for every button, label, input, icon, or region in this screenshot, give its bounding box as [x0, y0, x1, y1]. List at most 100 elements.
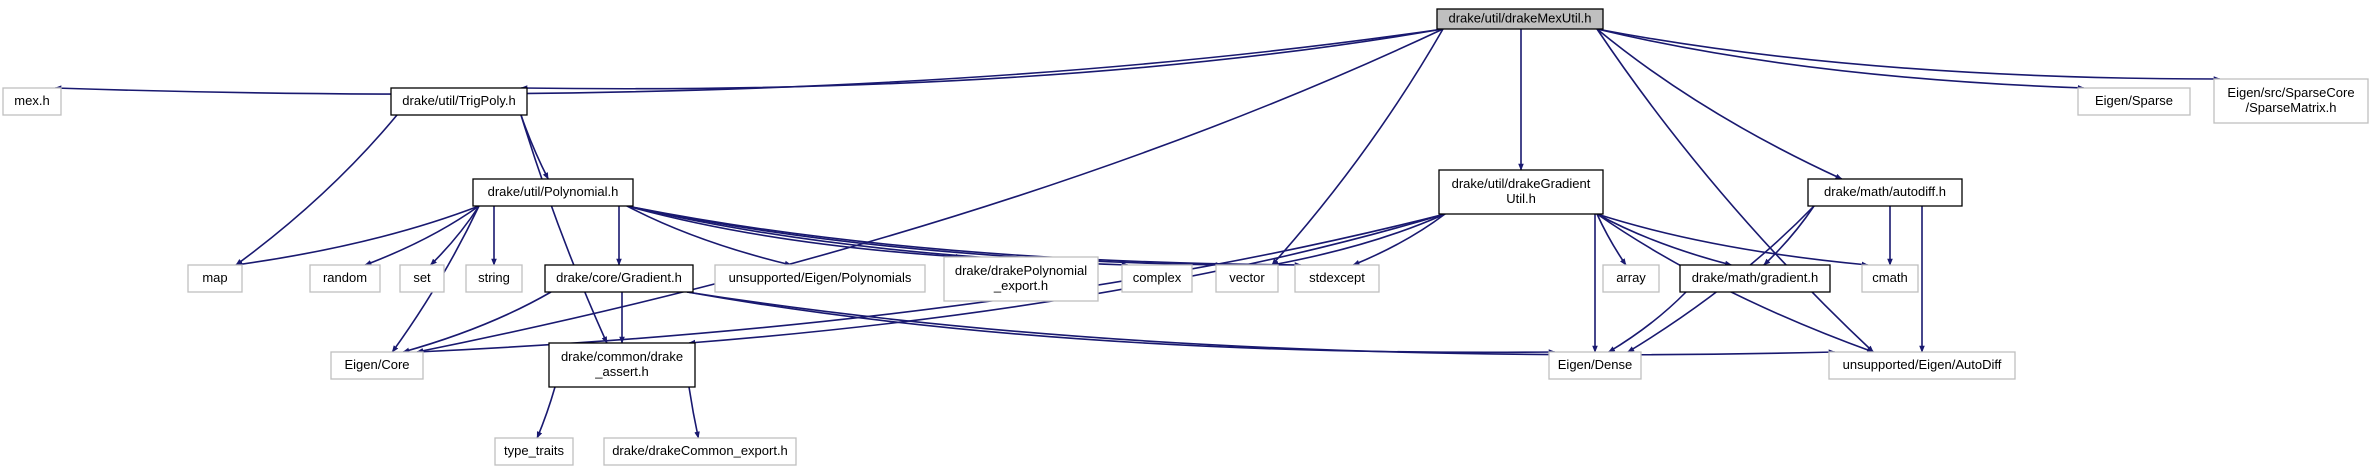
- node-label: set: [413, 270, 431, 285]
- file-node-complex: complex: [1121, 264, 1193, 293]
- edge-drake-assert-to-type-traits: [536, 386, 556, 439]
- node-label: drake/math/gradient.h: [1692, 270, 1818, 285]
- file-node-unsupported-poly: unsupported/Eigen/Polynomials: [714, 264, 926, 293]
- node-box: [1861, 264, 1919, 293]
- node-box: [494, 437, 574, 466]
- node-box: [399, 264, 445, 293]
- file-node-drake-assert[interactable]: drake/common/drake_assert.h: [548, 342, 696, 388]
- node-box: [548, 342, 696, 388]
- node-label: _assert.h: [594, 364, 648, 379]
- file-node-common-export: drake/drakeCommon_export.h: [603, 437, 797, 466]
- edge-grad-util-to-eigen-core: [416, 213, 1446, 355]
- edge-math-gradient-to-eigen-dense: [1608, 291, 1687, 353]
- node-label: /SparseMatrix.h: [2245, 100, 2336, 115]
- edge-grad-util-to-cmath: [1596, 213, 1869, 268]
- edge-root-to-eigen-core: [416, 28, 1444, 354]
- edge-polynomial-to-poly-export: [626, 205, 963, 260]
- node-label: unsupported/Eigen/Polynomials: [729, 270, 912, 285]
- node-box: [1679, 264, 1831, 293]
- edge-polynomial-to-random: [364, 205, 480, 266]
- node-box: [465, 264, 523, 293]
- file-node-autodiff-ext: unsupported/Eigen/AutoDiff: [1828, 351, 2016, 380]
- node-box: [187, 264, 243, 293]
- file-node-root[interactable]: drake/util/drakeMexUtil.h: [1436, 8, 1604, 30]
- node-label: vector: [1229, 270, 1265, 285]
- node-label: unsupported/Eigen/AutoDiff: [1843, 357, 2002, 372]
- file-node-eigen-sparse: Eigen/Sparse: [2077, 87, 2191, 116]
- node-label: drake/drakePolynomial: [955, 263, 1087, 278]
- edge-root-to-autodiff-h: [1596, 28, 1843, 180]
- node-box: [544, 264, 694, 293]
- node-label: cmath: [1872, 270, 1907, 285]
- node-box: [1436, 8, 1604, 30]
- file-node-array: array: [1602, 264, 1660, 293]
- node-label: random: [323, 270, 367, 285]
- edge-trigpoly-to-polynomial: [520, 114, 549, 180]
- node-label: Util.h: [1506, 191, 1536, 206]
- edge-polynomial-to-stdexcept: [626, 205, 1302, 268]
- edge-polynomial-to-vector: [626, 205, 1223, 268]
- edge-grad-util-to-stdexcept: [1352, 213, 1446, 266]
- node-label: mex.h: [14, 93, 49, 108]
- edge-polynomial-to-complex: [626, 205, 1129, 268]
- file-node-random: random: [309, 264, 381, 293]
- edge-root-to-autodiff-ext: [1596, 28, 1874, 353]
- file-node-string: string: [465, 264, 523, 293]
- node-box: [472, 178, 634, 207]
- node-box: [1602, 264, 1660, 293]
- node-box: [1215, 264, 1279, 293]
- file-node-core-gradient[interactable]: drake/core/Gradient.h: [544, 264, 694, 293]
- node-box: [309, 264, 381, 293]
- node-label: drake/util/drakeGradient: [1452, 176, 1591, 191]
- node-box: [1548, 351, 1642, 380]
- file-node-trigpoly[interactable]: drake/util/TrigPoly.h: [390, 87, 528, 116]
- node-box: [603, 437, 797, 466]
- edge-polynomial-to-map: [235, 205, 480, 267]
- file-node-vector: vector: [1215, 264, 1279, 293]
- edge-grad-util-to-math-gradient: [1596, 213, 1732, 267]
- node-box: [1121, 264, 1193, 293]
- node-label: Eigen/Sparse: [2095, 93, 2173, 108]
- file-node-polynomial[interactable]: drake/util/Polynomial.h: [472, 178, 634, 207]
- file-node-poly-export: drake/drakePolynomial_export.h: [943, 256, 1099, 302]
- dependency-edges: [54, 28, 2221, 439]
- file-node-eigen-core: Eigen/Core: [330, 351, 424, 380]
- node-box: [943, 256, 1099, 302]
- node-box: [390, 87, 528, 116]
- edge-core-gradient-to-autodiff-ext: [686, 291, 1836, 356]
- node-label: drake/util/drakeMexUtil.h: [1448, 11, 1591, 26]
- node-label: string: [478, 270, 510, 285]
- node-box: [1828, 351, 2016, 380]
- node-label: drake/util/TrigPoly.h: [402, 93, 515, 108]
- edge-root-to-eigen-sparse: [1596, 28, 2085, 91]
- node-label: Eigen/Core: [344, 357, 409, 372]
- edge-root-to-sparse-matrix: [1596, 28, 2221, 82]
- edge-root-to-vector: [1271, 28, 1444, 266]
- node-label: type_traits: [504, 443, 564, 458]
- file-node-set: set: [399, 264, 445, 293]
- file-node-eigen-dense: Eigen/Dense: [1548, 351, 1642, 380]
- node-box: [714, 264, 926, 293]
- node-label: drake/core/Gradient.h: [556, 270, 682, 285]
- file-nodes: drake/util/drakeMexUtil.h mex.h drake/util…: [2, 8, 2369, 466]
- edge-root-to-trigpoly: [520, 28, 1444, 91]
- node-box: [1807, 178, 1963, 207]
- file-node-sparse-matrix: Eigen/src/SparseCore/SparseMatrix.h: [2213, 78, 2369, 124]
- node-box: [1294, 264, 1380, 293]
- node-box: [2, 87, 62, 116]
- file-node-autodiff-h[interactable]: drake/math/autodiff.h: [1807, 178, 1963, 207]
- node-box: [330, 351, 424, 380]
- file-node-cmath: cmath: [1861, 264, 1919, 293]
- file-node-math-gradient[interactable]: drake/math/gradient.h: [1679, 264, 1831, 293]
- edge-trigpoly-to-drake-assert: [520, 114, 608, 344]
- edge-core-gradient-to-eigen-core: [402, 291, 552, 353]
- edge-drake-assert-to-common-export: [688, 386, 700, 439]
- file-node-mex: mex.h: [2, 87, 62, 116]
- node-label: drake/common/drake: [561, 349, 683, 364]
- node-box: [2077, 87, 2191, 116]
- node-label: drake/math/autodiff.h: [1824, 184, 1946, 199]
- edge-polynomial-to-unsupported-poly: [626, 205, 792, 267]
- edge-trigpoly-to-map: [235, 114, 398, 266]
